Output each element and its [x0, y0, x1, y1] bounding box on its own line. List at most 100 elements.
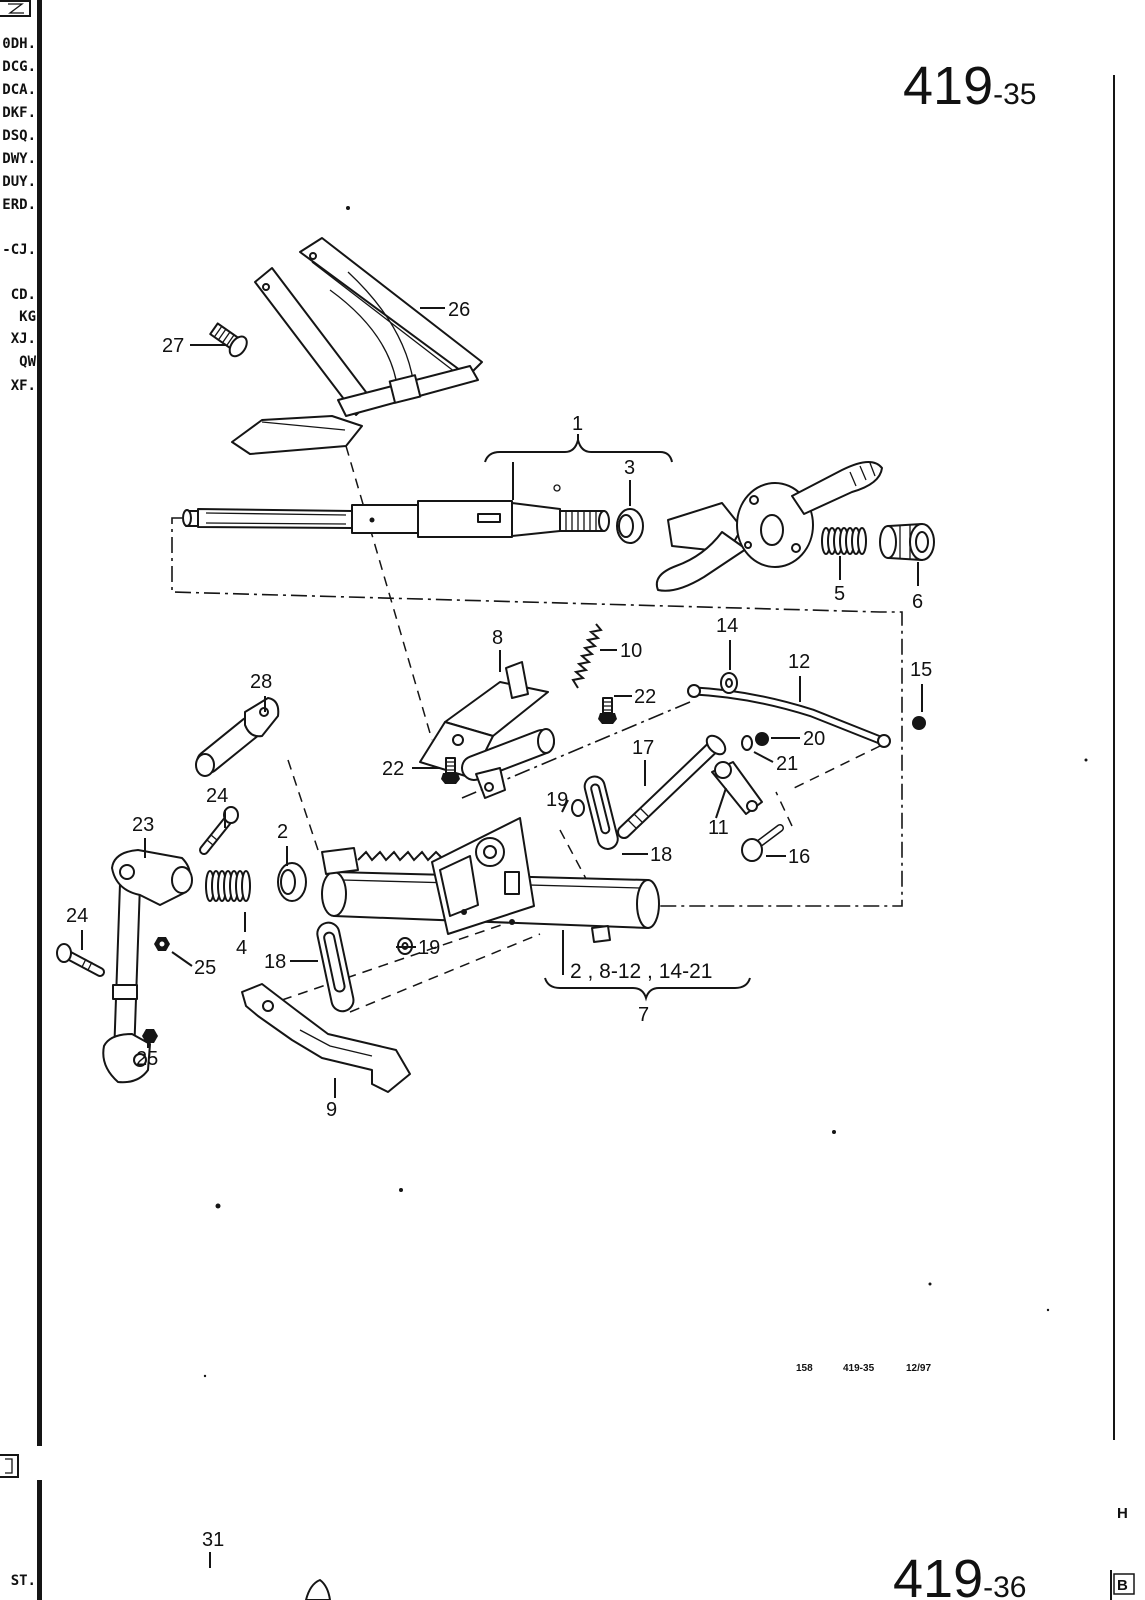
edge-mark: H [1117, 1505, 1128, 1522]
footer-page-code: 419-35 [843, 1363, 875, 1374]
callout-label: 14 [716, 615, 738, 637]
part-1-steering-shaft [182, 484, 610, 538]
callout-labels: 26 27 1 3 5 6 8 10 14 12 15 28 22 20 21 … [66, 299, 932, 1121]
page-number: 419-35 [903, 56, 1036, 116]
margin-code: DWY. [2, 151, 36, 167]
part-21-clip [741, 735, 753, 751]
part-11-lever [711, 761, 763, 815]
margin-code: DCG. [2, 59, 36, 75]
page-number-suffix: -35 [993, 78, 1036, 111]
sheet-footer: 158 419-35 12/97 [796, 1363, 931, 1374]
callout-label: 22 [382, 758, 404, 780]
margin-code-bottom: ST. [11, 1573, 36, 1589]
margin-code: QW [19, 354, 36, 370]
footer-date: 12/97 [906, 1363, 931, 1374]
callout-label: 18 [650, 844, 672, 866]
part-14-washer [720, 672, 738, 694]
callout-label: 5 [834, 583, 845, 605]
callout-label: 25 [194, 957, 216, 979]
assembly-lines [171, 445, 903, 1013]
callout-label: 10 [620, 640, 642, 662]
callout-label: 22 [634, 686, 656, 708]
callout-label: 28 [250, 671, 272, 693]
part-18-slotted-lever-left [316, 921, 355, 1013]
part-25-nut-upper [154, 937, 170, 951]
callout-label: 27 [162, 335, 184, 357]
margin-code: -CJ. [2, 242, 36, 258]
callout-leader-lines [81, 307, 923, 1098]
part-19-washer-right [571, 799, 585, 817]
margin-box-icon [5, 1458, 13, 1474]
callout-label: 24 [66, 905, 88, 927]
footer-sheet-number: 158 [796, 1363, 813, 1374]
margin-code: XJ. [11, 331, 36, 347]
margin-code: DCA. [2, 82, 36, 98]
column-switch [655, 461, 883, 592]
part-15-ball [912, 716, 926, 730]
callout-label: 16 [788, 846, 810, 868]
callout-label: 18 [264, 951, 286, 973]
margin-code: DSQ. [2, 128, 36, 144]
callout-label: 25 [136, 1048, 158, 1070]
right-edge-marks: H B [1113, 1505, 1135, 1595]
next-page-number-suffix: -36 [983, 1571, 1026, 1600]
margin-code: ERD. [2, 197, 36, 213]
part-27-screw [209, 322, 248, 358]
margin-code-list: 0DH. DCG. DCA. DKF. DSQ. DWY. DUY. ERD. … [2, 36, 36, 1589]
page-frame [0, 0, 1115, 1600]
callout-label: 4 [236, 937, 247, 959]
callout-label: 15 [910, 659, 932, 681]
callout-label: 3 [624, 457, 635, 479]
callout-label: 12 [788, 651, 810, 673]
part-28-bushing [195, 697, 280, 777]
part-18-slotted-lever-right [583, 775, 619, 850]
edge-mark: B [1117, 1577, 1128, 1594]
part-26-bracket [231, 237, 483, 455]
part-3-bearing-ring [616, 508, 644, 544]
part-10-spring [571, 623, 603, 689]
part-9-pedal-bracket [241, 983, 411, 1093]
callout-label: 21 [776, 753, 798, 775]
part-25-nut-lower [142, 1029, 158, 1043]
next-page-number: 419-36 [893, 1549, 1026, 1600]
margin-code: DKF. [2, 105, 36, 121]
margin-code: KG [19, 309, 36, 325]
next-page-number-main: 419 [893, 1549, 983, 1600]
callout-label: 7 [638, 1004, 649, 1026]
part-8-bracket [419, 661, 555, 799]
column-switch-housing [321, 817, 535, 935]
callout-label: 24 [206, 785, 228, 807]
part-5-spring [821, 527, 867, 555]
margin-code: 0DH. [2, 36, 36, 52]
page-number-main: 419 [903, 56, 993, 116]
callout-label: 23 [132, 814, 154, 836]
margin-code: XF. [11, 378, 36, 394]
part-24-bolt-left [56, 943, 105, 977]
corner-box-icon [8, 3, 24, 14]
callout-label: 6 [912, 591, 923, 613]
callout-label: 2 [277, 821, 288, 843]
part-2-ring [277, 862, 307, 902]
callout-label: 26 [448, 299, 470, 321]
part-4-spring [205, 870, 251, 902]
part-17-pin [617, 734, 727, 839]
margin-code: CD. [11, 287, 36, 303]
callout-label: 9 [326, 1099, 337, 1121]
callout-label: 8 [492, 627, 503, 649]
callout-label: 19 [418, 937, 440, 959]
callout-label: 11 [708, 817, 729, 839]
next-page-callout: 31 [202, 1529, 224, 1551]
part-22-bolt-upper [598, 697, 617, 724]
callout-label: 20 [803, 728, 825, 750]
margin-code: DUY. [2, 174, 36, 190]
part-6-ring [879, 523, 935, 561]
part-16-screw [741, 824, 784, 862]
next-page-fragment: 31 419-36 [202, 1529, 1026, 1600]
callout-label: 19 [546, 789, 568, 811]
assembly-components-label: 2 , 8-12 , 14-21 [570, 960, 712, 983]
part-24-bolt-upper [199, 806, 239, 855]
callout-label: 1 [572, 413, 583, 435]
callout-label: 17 [632, 737, 654, 759]
scan-speckles [203, 206, 1088, 1378]
